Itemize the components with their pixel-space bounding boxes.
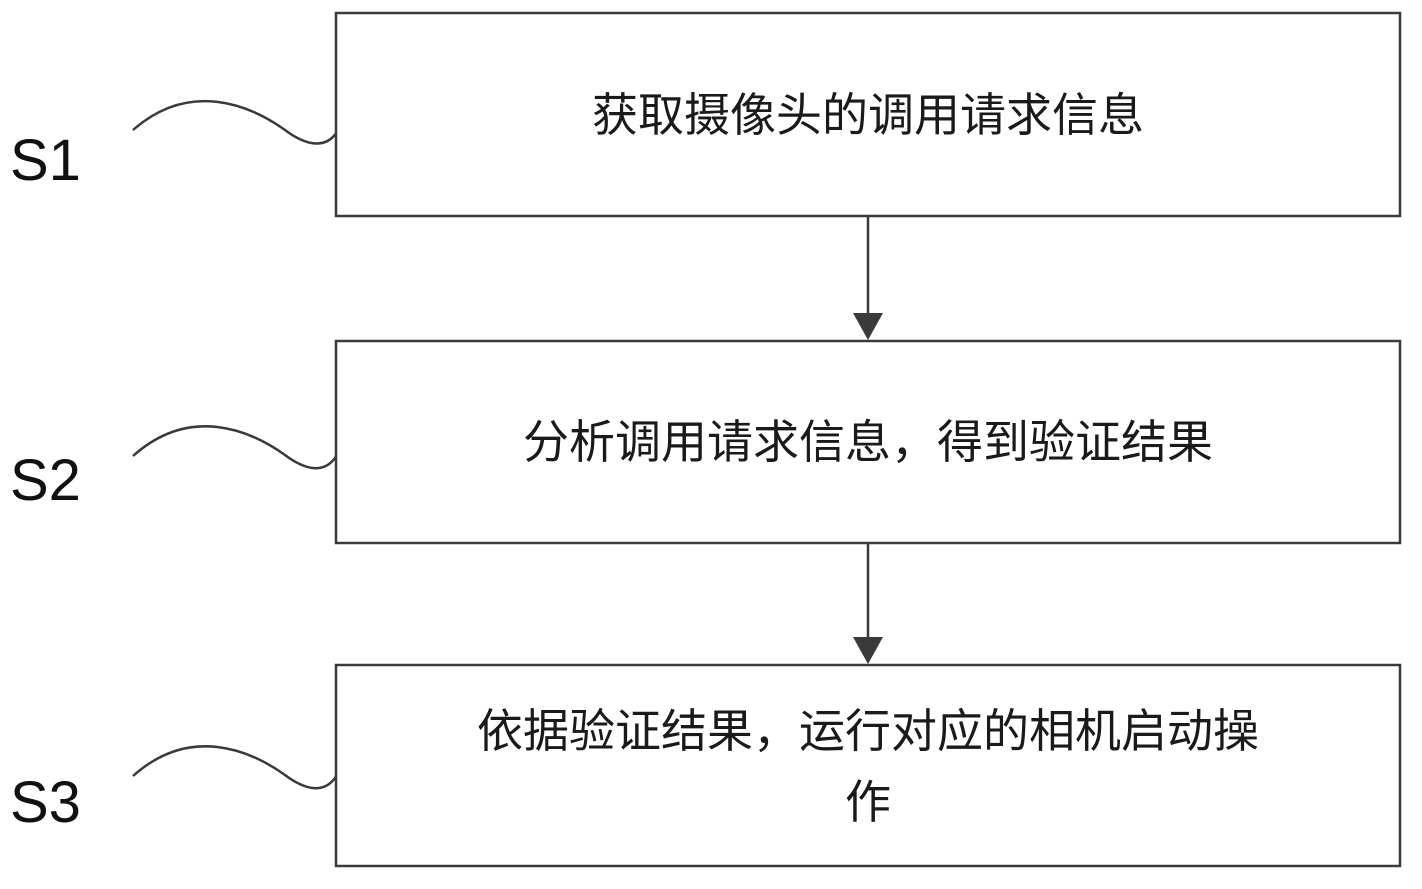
arrow-2-head <box>853 637 883 664</box>
step-2-label: S2 <box>10 448 81 513</box>
step-1-connector <box>132 99 339 145</box>
step-3-text-line-2: 作 <box>845 775 891 829</box>
step-3-label: S3 <box>10 770 81 835</box>
step-2-text-line-1: 分析调用请求信息，得到验证结果 <box>523 415 1213 469</box>
step-3-connector <box>132 745 339 790</box>
step-1-box <box>334 11 1402 218</box>
step-1-label: S1 <box>10 128 81 193</box>
step-2: S2 分析调用请求信息，得到验证结果 <box>10 339 1402 545</box>
step-3-text-line-1: 依据验证结果，运行对应的相机启动操 <box>477 704 1259 758</box>
step-3-box <box>334 663 1402 868</box>
step-1: S1 获取摄像头的调用请求信息 <box>10 11 1402 218</box>
arrow-1-head <box>853 313 883 340</box>
step-2-connector <box>132 425 339 470</box>
step-2-box <box>334 339 1402 545</box>
step-1-text-line-1: 获取摄像头的调用请求信息 <box>592 88 1144 142</box>
arrow-2 <box>853 543 883 664</box>
step-3: S3 依据验证结果，运行对应的相机启动操 作 <box>10 663 1402 868</box>
arrow-1 <box>853 216 883 340</box>
